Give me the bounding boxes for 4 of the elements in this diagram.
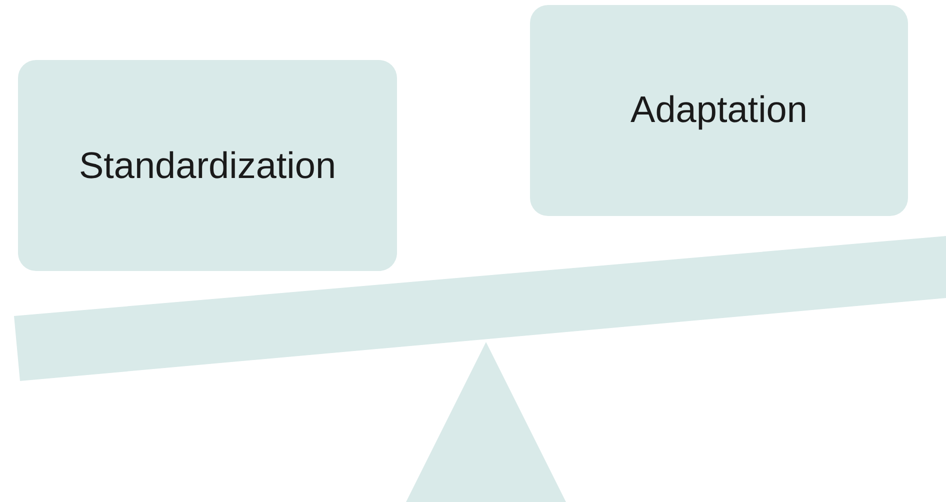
- box-label: Adaptation: [630, 89, 808, 131]
- rounded-box: [530, 5, 908, 216]
- rounded-box: [18, 60, 397, 271]
- box-label: Standardization: [78, 144, 336, 186]
